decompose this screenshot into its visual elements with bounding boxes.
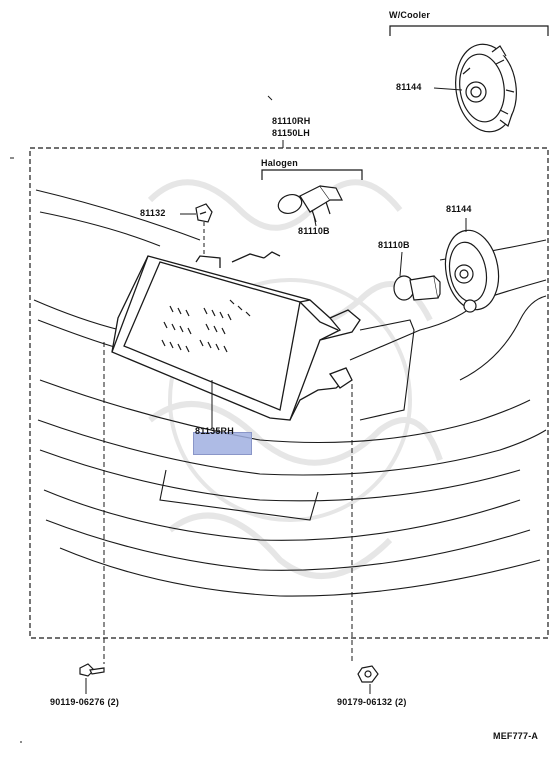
- label-81110: 81110RH: [272, 116, 311, 126]
- label-81150: 81150LH: [272, 128, 310, 138]
- label-81110b-right: 81110B: [378, 240, 410, 250]
- bulb-81110b-right: [393, 275, 441, 301]
- car-body-lines: [33, 189, 547, 597]
- highlight-81135: [193, 432, 252, 455]
- label-bolt-right: 90179-06132 (2): [337, 697, 407, 707]
- label-diagram-code: MEF777-A: [493, 731, 539, 741]
- w-cooler-bracket: [389, 25, 549, 36]
- socket-81144-right: [444, 229, 500, 313]
- lens-pattern: [161, 299, 251, 353]
- halogen-bracket: [261, 169, 363, 180]
- bolt-left: [79, 663, 105, 677]
- label-bolt-left: 90119-06276 (2): [50, 697, 120, 707]
- label-halogen: Halogen: [261, 158, 298, 168]
- halogen-bulb: [277, 185, 343, 223]
- leader-81110b-left: [313, 215, 317, 227]
- label-81135: 81135RH: [195, 426, 234, 436]
- socket-81144-cooler: [455, 43, 517, 133]
- label-81144-right: 81144: [446, 204, 472, 214]
- label-w-cooler: W/Cooler: [389, 10, 431, 20]
- label-81144-top: 81144: [396, 82, 422, 92]
- housing-dashed-side: [359, 319, 415, 421]
- scan-specks: [10, 95, 273, 743]
- label-81132: 81132: [140, 208, 166, 218]
- nut-right: [357, 665, 379, 683]
- headlamp-housing-81135: [111, 251, 361, 421]
- leader-81144-top: [433, 87, 463, 91]
- assembly-frame: [29, 147, 549, 639]
- leader-81110b-right: [399, 251, 403, 277]
- label-81110b-left: 81110B: [298, 226, 330, 236]
- clip-81132: [195, 203, 213, 223]
